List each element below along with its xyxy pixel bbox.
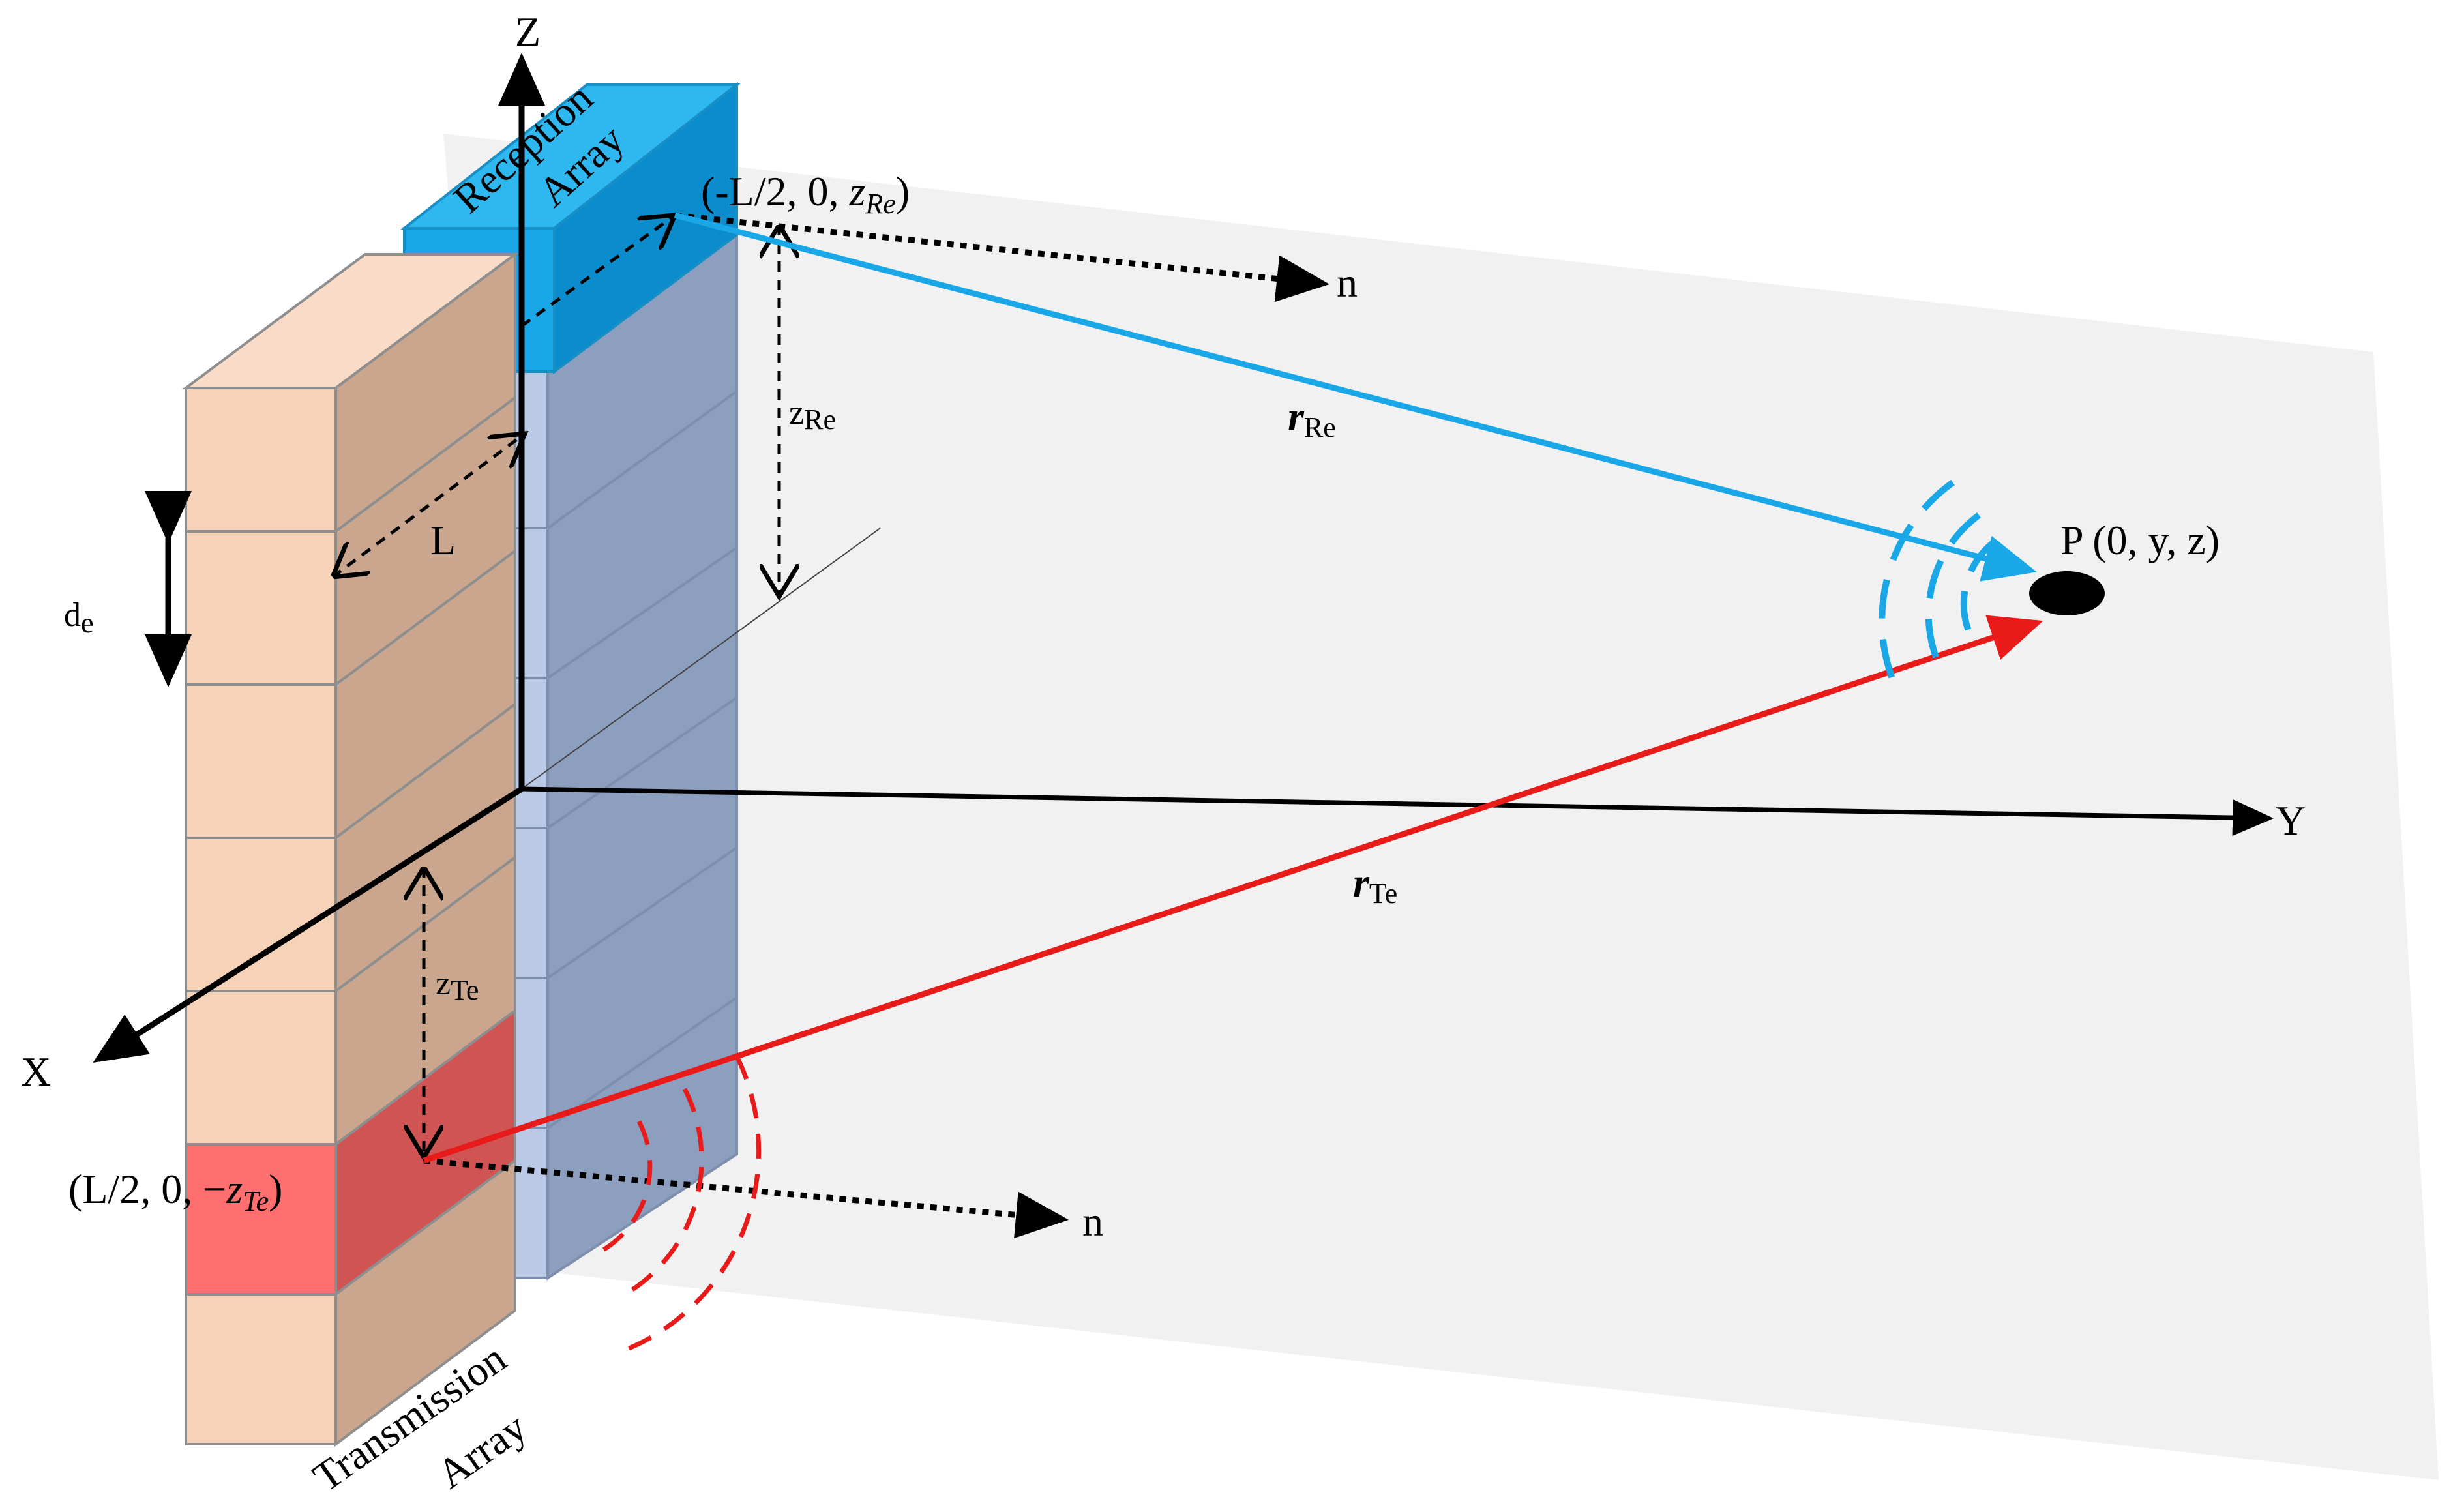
z-axis-label: Z bbox=[515, 8, 541, 55]
received-wave-arcs bbox=[1879, 479, 1998, 693]
transmission-vector bbox=[423, 615, 2043, 1164]
L-label: L bbox=[430, 517, 456, 563]
tx-vector-label: rTe bbox=[1353, 859, 1397, 910]
coordinate-axes: Z Y X bbox=[21, 8, 2306, 1095]
zTe-label: zTe bbox=[436, 965, 479, 1006]
zRe-label: zRe bbox=[789, 394, 836, 436]
tx-normal-label: n bbox=[1082, 1198, 1103, 1245]
reception-array-stack bbox=[400, 82, 741, 1281]
rx-coordinate-label: (-L/2, 0, zRe) bbox=[701, 168, 910, 220]
x-axis bbox=[93, 786, 524, 1063]
projection-line bbox=[521, 527, 881, 790]
L-dimension-arrow bbox=[333, 434, 525, 577]
observation-plane bbox=[443, 134, 2439, 1480]
reception-vector bbox=[674, 212, 2037, 582]
transmitted-wave-arcs bbox=[599, 1055, 762, 1352]
rx-normal-arrow bbox=[674, 212, 1329, 303]
rx-normal-label: n bbox=[1337, 259, 1358, 306]
transmission-array-stack bbox=[181, 252, 520, 1447]
array-column-blocks bbox=[511, 232, 738, 1281]
tx-normal-arrow bbox=[423, 1157, 1069, 1239]
rx-vector-label: rRe bbox=[1288, 393, 1336, 443]
brick-column bbox=[181, 252, 520, 1447]
x-axis-label: X bbox=[21, 1048, 51, 1095]
de-label: de bbox=[64, 597, 94, 639]
reception-offset-arrow bbox=[520, 215, 675, 328]
tx-coordinate-label: (L/2, 0, −zTe) bbox=[68, 1166, 282, 1217]
y-axis bbox=[521, 786, 2274, 837]
target-point bbox=[2029, 571, 2105, 615]
target-label: P (0, y, z) bbox=[2060, 517, 2220, 563]
dimension-markers bbox=[145, 215, 779, 1157]
normal-arrows: n n bbox=[423, 212, 1358, 1245]
y-axis-label: Y bbox=[2276, 797, 2306, 844]
